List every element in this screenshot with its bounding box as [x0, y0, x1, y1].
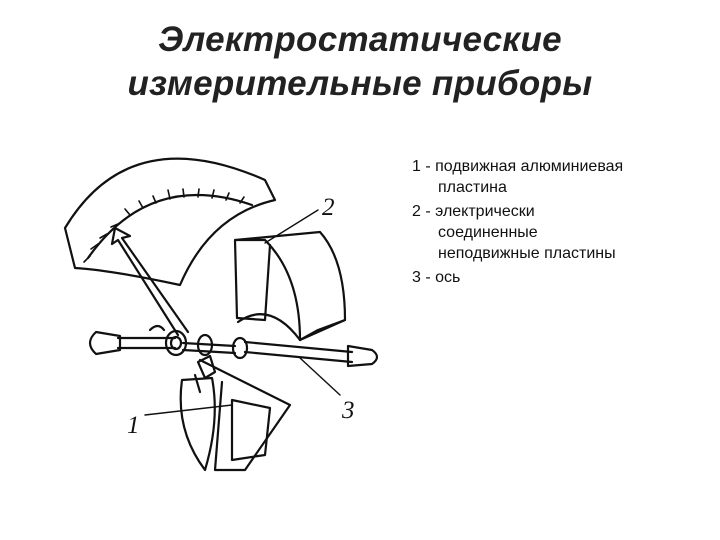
pointer [110, 226, 190, 337]
scale-sector [63, 157, 277, 287]
legend-text: электрически [435, 203, 535, 220]
legend-prefix: 3 - [412, 269, 436, 286]
title-line-2: измерительные приборы [127, 64, 593, 103]
legend-item-2: 2 - электрически соединенные неподвижные… [412, 201, 712, 264]
legend-text: ось [435, 269, 461, 286]
legend-text: пластина [438, 179, 507, 196]
scale-arc [86, 193, 254, 260]
label-axis: 3 [341, 397, 355, 424]
legend-prefix: 2 - [412, 203, 436, 220]
legend-item-1: 1 - подвижная алюминиевая пластина [412, 156, 712, 198]
fixed-plates [233, 230, 347, 342]
label-moving-plate: 1 [127, 412, 140, 439]
legend-item-3: 3 - ось [412, 267, 712, 288]
axis-rod [116, 336, 177, 350]
legend-text: неподвижные пластины [438, 245, 616, 262]
electrostatic-meter-diagram: 2 3 1 [63, 157, 379, 472]
moving-plate [179, 376, 216, 472]
label-fixed-plates: 2 [322, 194, 335, 221]
scale-ticks [83, 188, 245, 263]
slide-title: Электростатические измерительные приборы [40, 18, 680, 106]
title-line-1: Электростатические [158, 20, 562, 59]
legend-text: соединенные [438, 224, 538, 241]
legend-prefix: 1 - [412, 158, 436, 175]
legend-list: 1 - подвижная алюминиевая пластина 2 - э… [412, 156, 712, 291]
legend-text: подвижная алюминиевая [435, 158, 624, 175]
